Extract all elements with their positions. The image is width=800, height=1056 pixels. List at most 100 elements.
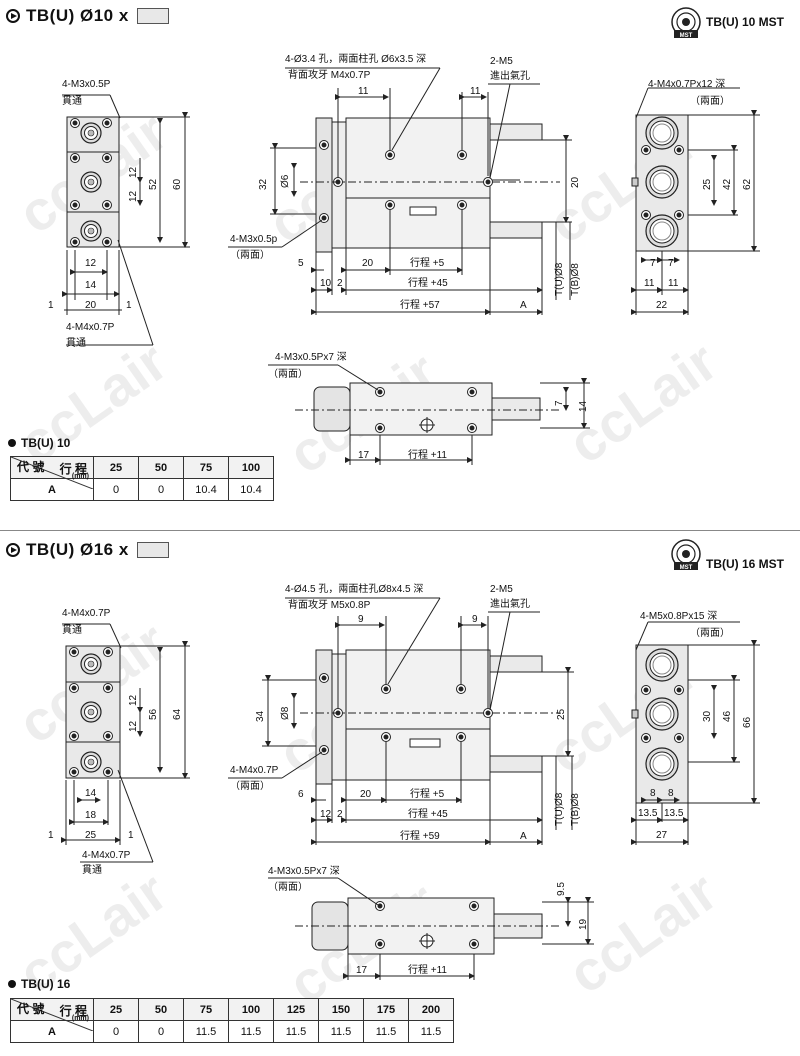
stroke-input-box	[136, 8, 169, 24]
callout: （兩面）	[230, 781, 270, 792]
callout: 4-M4x0.7P	[62, 608, 111, 619]
section-divider	[0, 530, 800, 531]
table-header-cell: 100	[228, 456, 274, 479]
dim: 行程 +45	[408, 809, 448, 820]
dim: 9	[472, 614, 478, 625]
dim: 1	[128, 830, 134, 841]
callout: 貫通	[82, 865, 102, 876]
callout: 4-M4x0.7Px12 深	[648, 79, 726, 90]
dim: 25	[702, 178, 713, 190]
callout: 2-M5	[490, 56, 513, 67]
dim: 20	[362, 258, 374, 269]
dim: 11	[644, 278, 655, 289]
dim: 56	[148, 708, 159, 720]
dim: 14	[578, 400, 589, 412]
dim: 42	[722, 178, 733, 190]
dim: 8	[650, 788, 656, 799]
corner-stroke-label: 行 程	[59, 1004, 87, 1018]
dim: 11	[470, 86, 481, 97]
section-title: TB(U) Ø10 x	[6, 6, 169, 26]
mst-logo-icon	[671, 7, 701, 38]
dim: 12	[85, 258, 97, 269]
dim: 46	[722, 710, 733, 722]
dim: T(U)Ø8	[554, 792, 565, 826]
table-cell: 0	[138, 1020, 184, 1043]
dim: 6	[298, 789, 304, 800]
corner-code-label: 代 號	[17, 1002, 45, 1016]
table-cell: 10.4	[183, 478, 229, 501]
dim: 60	[172, 178, 183, 190]
callout: 進出氣孔	[490, 599, 530, 610]
dim: 64	[172, 708, 183, 720]
dim: 18	[85, 810, 97, 821]
callout: （兩面）	[690, 628, 730, 639]
dim: 12	[128, 166, 139, 178]
table-header-cell: 25	[93, 998, 139, 1021]
callout: 4-M4x0.7P	[82, 850, 131, 861]
dim: 行程 +5	[410, 258, 445, 269]
dim: 12	[128, 694, 139, 706]
table-cell: 0	[93, 1020, 139, 1043]
callout: 4-M3x0.5p	[230, 234, 278, 245]
dim: 34	[255, 710, 266, 722]
callout: （兩面）	[268, 369, 308, 380]
dim: T(U)Ø8	[554, 262, 565, 296]
dim: 19	[578, 918, 589, 930]
dim: 9	[358, 614, 364, 625]
model-label: TB(U) 16 MST	[706, 557, 784, 571]
model-label: TB(U) 10 MST	[706, 15, 784, 29]
dim: 14	[85, 788, 97, 799]
table-header-cell: 200	[408, 998, 454, 1021]
dim: 行程 +11	[408, 965, 447, 976]
dim: 行程 +59	[400, 831, 440, 842]
dim: A	[520, 831, 527, 842]
corner-unit-label: (mm)	[71, 473, 89, 480]
dim: 12	[320, 809, 332, 820]
table-header-cell: 125	[273, 998, 319, 1021]
callout: 背面攻牙 M4x0.7P	[288, 70, 371, 81]
dim: 12	[128, 190, 139, 202]
dim: 17	[358, 450, 370, 461]
callout: 4-Ø3.4 孔，兩面柱孔 Ø6x3.5 深	[285, 54, 427, 65]
callout: 進出氣孔	[490, 71, 530, 82]
dim: 25	[85, 830, 97, 841]
table-header-cell: 75	[183, 998, 229, 1021]
bullet-icon	[8, 439, 16, 447]
table-cell: 0	[93, 478, 139, 501]
dim: 2	[337, 809, 343, 820]
dim: 52	[148, 178, 159, 190]
dim: 1	[126, 300, 132, 311]
play-icon	[6, 543, 20, 557]
callout: （兩面）	[230, 250, 270, 261]
callout: 背面攻牙 M5x0.8P	[288, 600, 371, 611]
play-icon	[6, 9, 20, 23]
dim: 14	[85, 280, 97, 291]
dim: 7	[668, 258, 674, 269]
dim: 27	[656, 830, 668, 841]
dim: 22	[656, 300, 668, 311]
dim: 17	[356, 965, 368, 976]
callout: 貫通	[62, 96, 82, 107]
callout: （兩面）	[268, 882, 308, 893]
dim: 行程 +45	[408, 278, 448, 289]
dim: 11	[358, 86, 369, 97]
dim: T(B)Ø8	[570, 793, 581, 826]
dim: 32	[258, 178, 269, 190]
table-cell: 11.5	[228, 1020, 274, 1043]
dim: 1	[48, 830, 54, 841]
dim: 20	[360, 789, 372, 800]
table-title: TB(U) 10	[8, 436, 70, 450]
table-cell: 11.5	[183, 1020, 229, 1043]
dim: T(B)Ø8	[570, 263, 581, 296]
dim: 1	[48, 300, 54, 311]
bullet-icon	[8, 980, 16, 988]
table-cell: 11.5	[363, 1020, 409, 1043]
dim: 20	[570, 176, 581, 188]
table-corner-cell: 行 程(mm)代 號	[10, 998, 94, 1031]
section-title: TB(U) Ø16 x	[6, 540, 169, 560]
callout: 4-M3x0.5P	[62, 79, 111, 90]
